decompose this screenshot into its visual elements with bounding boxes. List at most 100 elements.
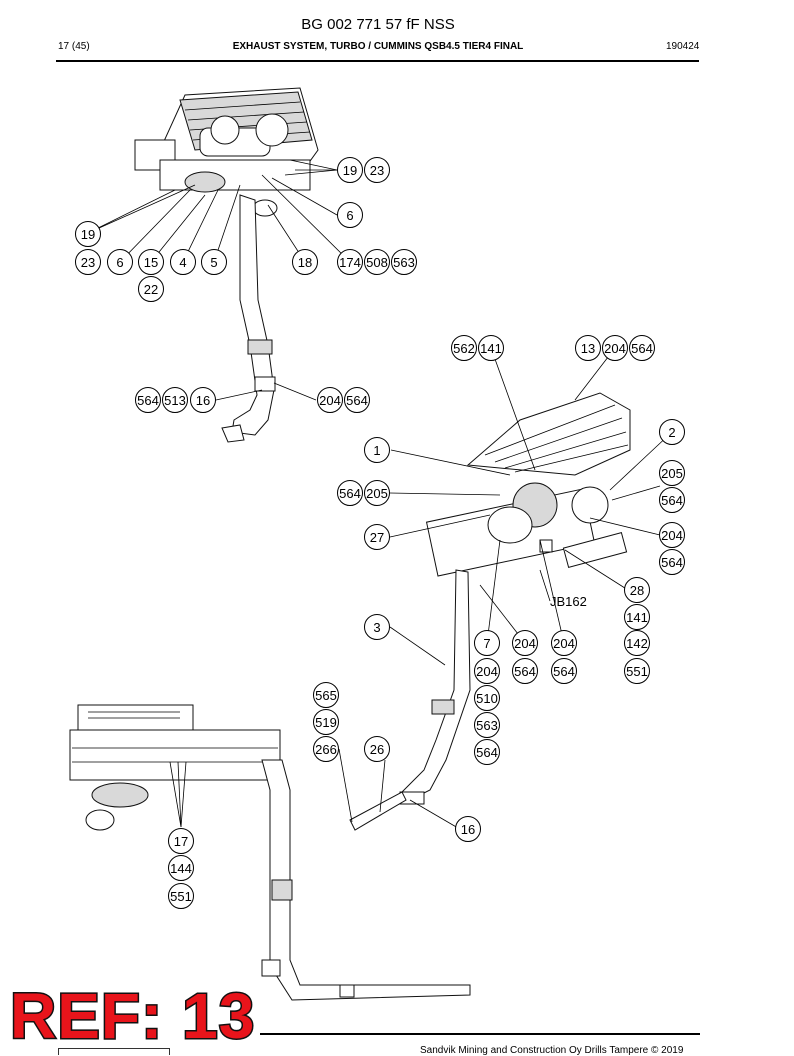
callout-c1: 19 (337, 157, 363, 183)
callout-circle (337, 249, 363, 275)
callout-label: 204 (476, 664, 498, 679)
callout-circle (107, 249, 133, 275)
ref-stamp: REF: 13 (8, 980, 256, 1052)
callout-circle (364, 614, 390, 640)
callout-c28: 564 (337, 480, 363, 506)
callout-c31: 27 (364, 524, 390, 550)
callout-c36: 3 (364, 614, 390, 640)
callout-circle (474, 712, 500, 738)
callout-label: 28 (630, 583, 644, 598)
callout-label: 1 (373, 443, 380, 458)
callout-circle (624, 577, 650, 603)
callout-circle (624, 604, 650, 630)
callout-circle (364, 437, 390, 463)
callout-circle (75, 221, 101, 247)
callout-c5: 23 (75, 249, 101, 275)
callout-label: 141 (480, 341, 502, 356)
callout-c47: 519 (313, 709, 339, 735)
callout-c34: 28 (624, 577, 650, 603)
callout-circle (659, 487, 685, 513)
callout-c32: 204 (659, 522, 685, 548)
callout-circle (337, 480, 363, 506)
callout-circle (624, 658, 650, 684)
callout-label: 564 (661, 555, 683, 570)
callout-label: 510 (476, 691, 498, 706)
callout-label: 2 (668, 425, 675, 440)
callout-c26: 1 (364, 437, 390, 463)
callout-c41: 204 (474, 658, 500, 684)
callout-c11: 174 (337, 249, 363, 275)
callout-c27: 205 (659, 460, 685, 486)
callout-label: 144 (170, 861, 192, 876)
callout-label: 15 (144, 255, 158, 270)
bottom-assembly-illustration (69, 704, 471, 1001)
callout-circle (313, 736, 339, 762)
callout-label: 7 (483, 636, 490, 651)
callout-circle (602, 335, 628, 361)
callout-label: 18 (298, 255, 312, 270)
callout-circle (474, 685, 500, 711)
callout-circle (337, 202, 363, 228)
header-divider (56, 60, 699, 62)
callout-label: 16 (461, 822, 475, 837)
callout-circle (474, 658, 500, 684)
callout-label: 204 (553, 636, 575, 651)
callout-circle (292, 249, 318, 275)
callout-label: 204 (514, 636, 536, 651)
callout-circle (629, 335, 655, 361)
callout-c7: 15 (138, 249, 164, 275)
callout-label: 563 (476, 718, 498, 733)
bottom-leader-lines (169, 761, 187, 828)
callout-label: 27 (370, 530, 384, 545)
callout-circle (624, 630, 650, 656)
callout-c37: 7 (474, 630, 500, 656)
callout-circle (168, 855, 194, 881)
callout-circle (138, 249, 164, 275)
callout-circle (364, 157, 390, 183)
callout-label: 141 (626, 610, 648, 625)
callout-c45: 565 (313, 682, 339, 708)
callout-label: 4 (179, 255, 186, 270)
callout-circle (168, 883, 194, 909)
callout-circle (512, 630, 538, 656)
callout-label: 564 (661, 493, 683, 508)
footer-copyright: Sandvik Mining and Construction Oy Drill… (420, 1045, 684, 1056)
page-title: EXHAUST SYSTEM, TURBO / CUMMINS QSB4.5 T… (232, 41, 524, 52)
callout-label: 23 (81, 255, 95, 270)
callout-label: 16 (196, 393, 210, 408)
callout-circle (512, 658, 538, 684)
jb162-label: JB162 (550, 594, 587, 609)
callout-c42: 564 (512, 658, 538, 684)
callout-label: 204 (661, 528, 683, 543)
callout-c4: 19 (75, 221, 101, 247)
callout-label: 551 (626, 664, 648, 679)
callout-label: 174 (339, 255, 361, 270)
callout-circle (364, 736, 390, 762)
callout-label: 519 (315, 715, 337, 730)
callout-label: 563 (393, 255, 415, 270)
callout-c49: 266 (313, 736, 339, 762)
callout-label: 205 (366, 486, 388, 501)
callout-label: 142 (626, 636, 648, 651)
callout-label: 266 (315, 742, 337, 757)
callout-circle (659, 419, 685, 445)
callout-label: 204 (319, 393, 341, 408)
callout-c14: 22 (138, 276, 164, 302)
callout-c33: 564 (659, 549, 685, 575)
callout-c10: 18 (292, 249, 318, 275)
callout-c35: 141 (624, 604, 650, 630)
callout-circle (478, 335, 504, 361)
callout-circle (575, 335, 601, 361)
callout-c2: 23 (364, 157, 390, 183)
callout-c23: 204 (317, 387, 343, 413)
callout-label: 565 (315, 688, 337, 703)
callout-c38: 204 (512, 630, 538, 656)
callout-label: 564 (476, 745, 498, 760)
callout-label: 17 (174, 834, 188, 849)
top-assembly-illustration (134, 87, 319, 443)
callout-label: 551 (170, 889, 192, 904)
callout-circle (201, 249, 227, 275)
callout-label: 513 (164, 393, 186, 408)
callout-circle (190, 387, 216, 413)
